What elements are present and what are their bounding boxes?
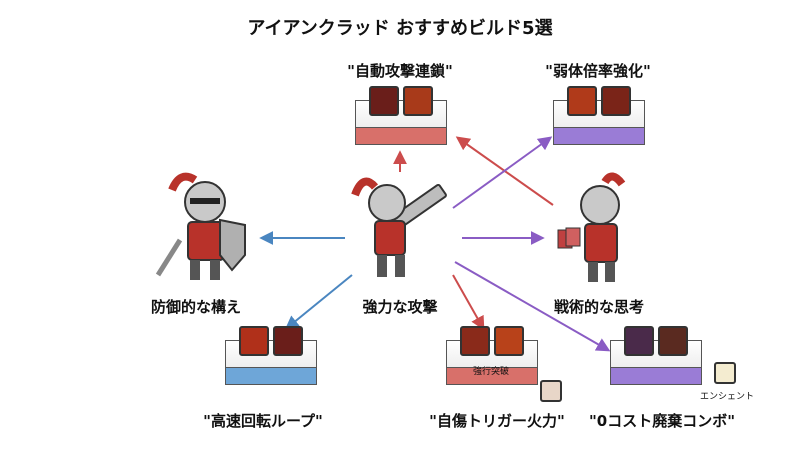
build-label-speed-loop: "高速回転ループ"	[203, 412, 323, 430]
card-icon	[273, 326, 303, 356]
character-label-tactical: 戦術的な思考	[553, 298, 645, 316]
character-label-defensive: 防御的な構え	[150, 298, 242, 316]
card-icon	[624, 326, 654, 356]
arrow-center-to-weak-mult	[452, 136, 553, 209]
card-name-label: 強行突破	[472, 367, 510, 377]
card-icon	[658, 326, 688, 356]
card-icon	[369, 86, 399, 116]
build-node-auto-chain	[355, 86, 447, 146]
card-icon	[494, 326, 524, 356]
defensive-knight-icon	[155, 172, 246, 280]
heart-relic-icon	[540, 380, 562, 402]
character-label-attack: 強力な攻撃	[362, 298, 438, 316]
ancient-relic-icon	[714, 362, 736, 384]
build-label-weak-mult: "弱体倍率強化"	[545, 62, 651, 80]
arrow-center-to-zero-cost	[454, 261, 611, 352]
build-node-weak-mult	[553, 86, 645, 146]
arrow-center-to-speed-loop	[284, 274, 353, 330]
card-icon	[460, 326, 490, 356]
card-icon	[403, 86, 433, 116]
attacking-knight-icon	[351, 177, 447, 277]
relic-name-label: エンシェント	[699, 392, 755, 402]
build-node-speed-loop	[225, 326, 317, 386]
build-label-self-harm: "自傷トリガー火力"	[429, 412, 565, 430]
build-node-self-harm	[446, 326, 538, 386]
card-icon	[567, 86, 597, 116]
card-icon	[601, 86, 631, 116]
build-label-zero-cost: "0コスト廃棄コンボ"	[588, 412, 736, 430]
build-label-auto-chain: "自動攻撃連鎖"	[347, 62, 453, 80]
arrow-right-to-auto-chain	[455, 136, 554, 206]
card-icon	[239, 326, 269, 356]
diagram-title: アイアンクラッド おすすめビルド5選	[247, 18, 553, 39]
build-node-zero-cost	[610, 326, 702, 386]
arrow-center-to-self-harm	[452, 274, 485, 331]
tactical-knight-icon	[557, 172, 626, 282]
